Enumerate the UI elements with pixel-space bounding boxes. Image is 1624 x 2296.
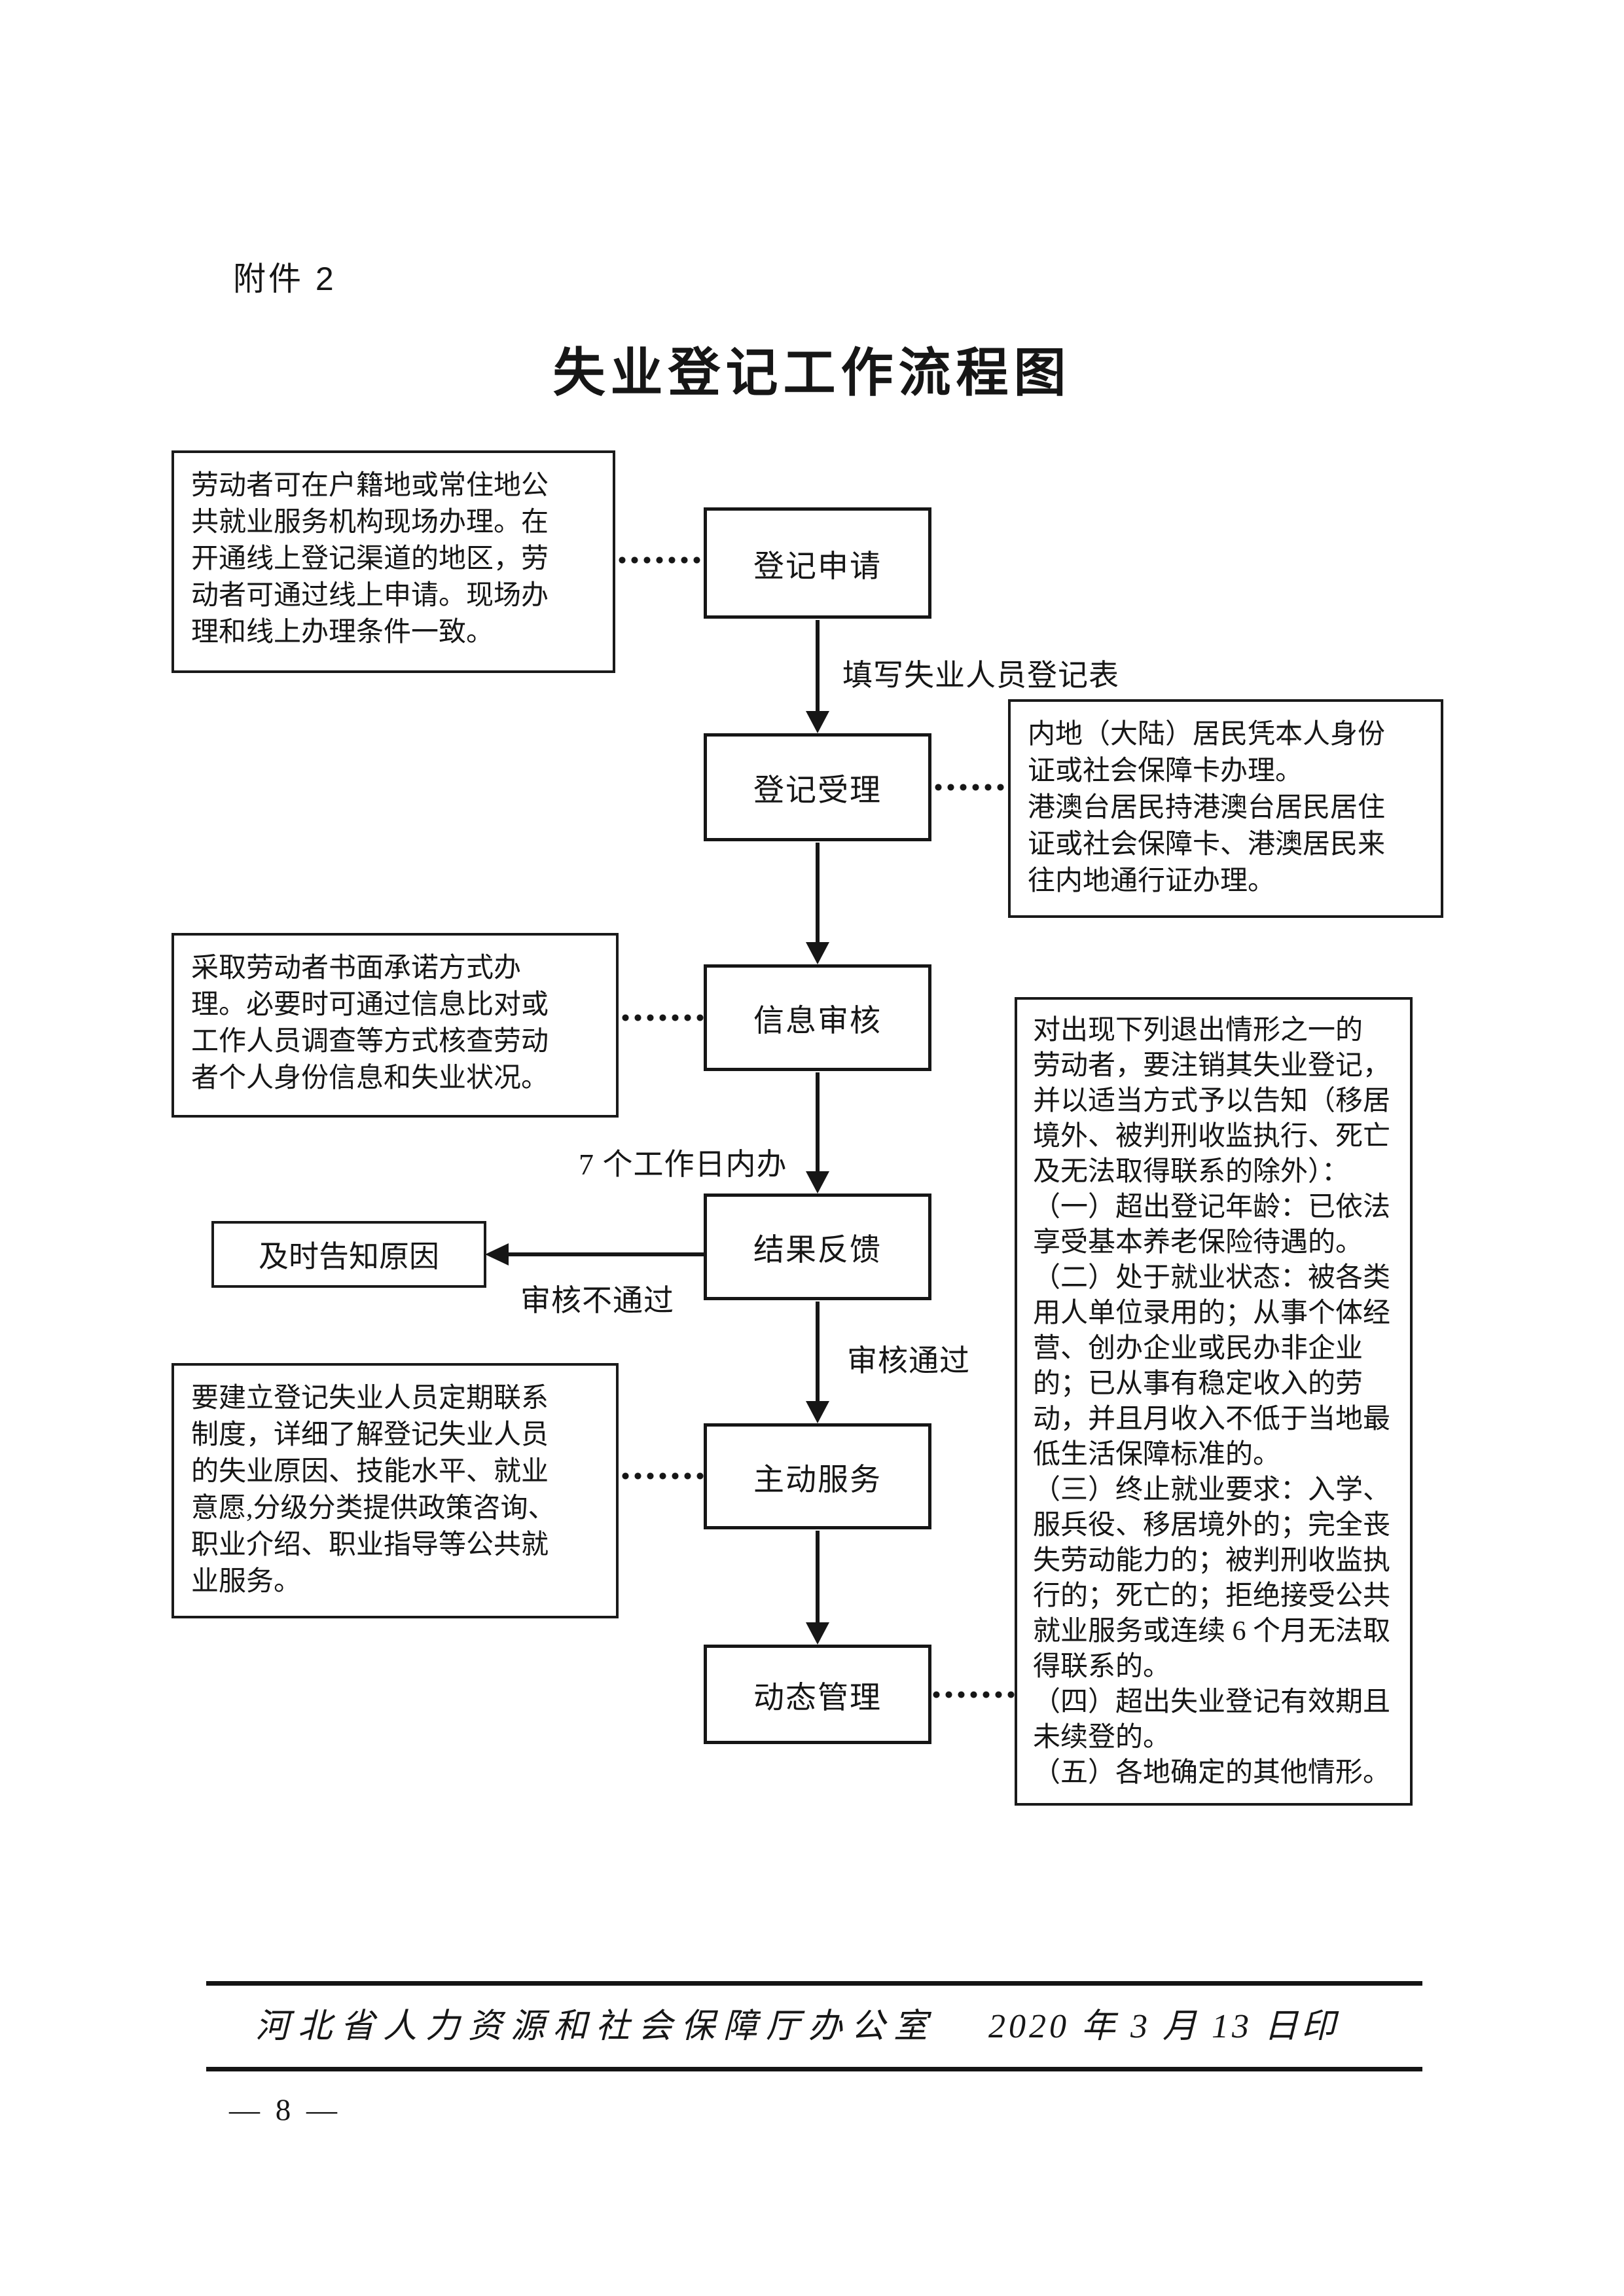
page-number: — 8 — xyxy=(229,2093,341,2127)
note-accept-credentials: 内地（大陆）居民凭本人身份 证或社会保障卡办理。 港澳台居民持港澳台居民居住 证… xyxy=(1008,699,1443,918)
arrow-apply-to-accept-icon xyxy=(804,620,831,733)
flow-node-notify-reason: 及时告知原因 xyxy=(211,1221,486,1288)
arrow-feedback-to-service-icon xyxy=(804,1302,831,1423)
dotted-connector-manage-note-icon xyxy=(930,1690,1015,1699)
arrow-review-to-feedback-icon xyxy=(804,1072,831,1194)
edge-label-review-fail: 审核不通过 xyxy=(520,1284,674,1317)
flow-node-register-apply: 登记申请 xyxy=(704,507,931,619)
footer-rule-bottom xyxy=(206,2067,1422,2071)
arrow-accept-to-review-icon xyxy=(804,843,831,964)
note-deregistration-cases: 对出现下列退出情形之一的 劳动者，要注销其失业登记， 并以适当方式予以告知（移居… xyxy=(1015,997,1413,1806)
flow-node-result-feedback: 结果反馈 xyxy=(704,1194,931,1300)
edge-label-review-pass: 审核通过 xyxy=(847,1344,970,1377)
note-apply-channels: 劳动者可在户籍地或常住地公 共就业服务机构现场办理。在 开通线上登记渠道的地区，… xyxy=(171,450,615,673)
arrow-feedback-to-notify-icon xyxy=(485,1243,705,1266)
edge-label-within-days: 7 个工作日内办 xyxy=(579,1148,787,1181)
edge-label-fill-form: 填写失业人员登记表 xyxy=(842,659,1119,692)
footer-line: 河北省人力资源和社会保障厅办公室 2020 年 3 月 13 日印 xyxy=(206,1998,1422,2047)
footer-print-date: 2020 年 3 月 13 日印 xyxy=(988,2008,1339,2045)
note-service-contact: 要建立登记失业人员定期联系 制度，详细了解登记失业人员 的失业原因、技能水平、就… xyxy=(171,1363,619,1618)
page-title: 失业登记工作流程图 xyxy=(552,345,1072,403)
footer-rule-top xyxy=(206,1981,1422,1986)
dotted-connector-apply-note-icon xyxy=(616,556,704,564)
dotted-connector-accept-note-icon xyxy=(932,783,1008,792)
flow-node-info-review: 信息审核 xyxy=(704,964,931,1071)
flow-node-register-accept: 登记受理 xyxy=(704,733,931,841)
dotted-connector-service-note-icon xyxy=(619,1472,704,1480)
attachment-label: 附件 2 xyxy=(233,261,336,297)
arrow-service-to-management-icon xyxy=(804,1531,831,1645)
dotted-connector-review-note-icon xyxy=(619,1013,704,1022)
note-review-method: 采取劳动者书面承诺方式办 理。必要时可通过信息比对或 工作人员调查等方式核查劳动… xyxy=(171,933,619,1118)
footer-issuer: 河北省人力资源和社会保障厅办公室 xyxy=(255,2008,937,2045)
flow-node-active-service: 主动服务 xyxy=(704,1423,931,1529)
flow-node-dynamic-management: 动态管理 xyxy=(704,1645,931,1744)
